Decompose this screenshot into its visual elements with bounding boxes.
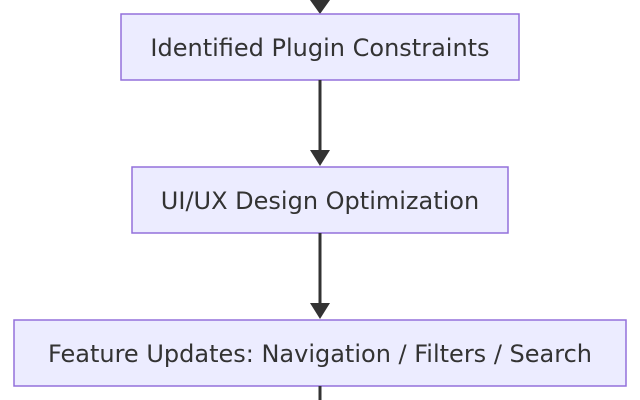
arrowhead-icon (310, 303, 330, 319)
node-label: Feature Updates: Navigation / Filters / … (48, 340, 592, 368)
edge-design-to-features (310, 233, 330, 319)
node-feature-updates: Feature Updates: Navigation / Filters / … (13, 319, 627, 387)
edge-constraints-to-design (310, 80, 330, 166)
node-label: Identified Plugin Constraints (150, 34, 489, 62)
node-label: UI/UX Design Optimization (161, 187, 479, 215)
node-identified-plugin-constraints: Identified Plugin Constraints (120, 13, 520, 81)
node-box (13, 319, 627, 387)
node-ui-ux-design-optimization: UI/UX Design Optimization (131, 166, 509, 234)
node-box (131, 166, 509, 234)
edge-incoming-top (310, 0, 330, 14)
arrowhead-icon (310, 0, 330, 14)
arrowhead-icon (310, 150, 330, 166)
